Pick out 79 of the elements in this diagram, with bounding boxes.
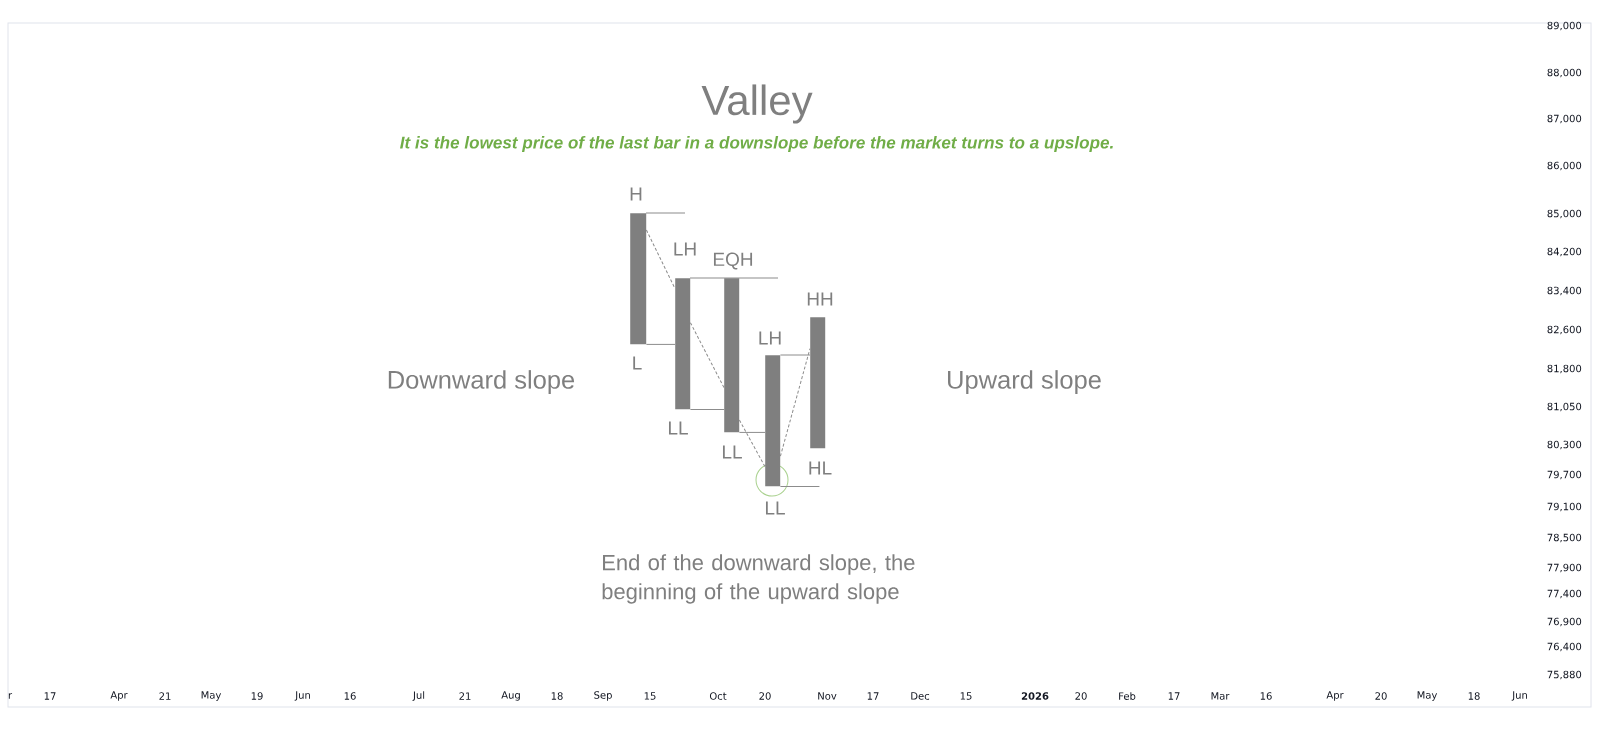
date-axis-label: 15 (960, 692, 972, 700)
price-axis-label: 83,400 (1547, 286, 1582, 296)
price-axis-label: 76,400 (1547, 642, 1582, 652)
date-axis-label: 20 (1075, 692, 1087, 700)
level-line (779, 354, 811, 356)
bar-label: EQH (714, 252, 753, 270)
date-axis-label: Sep (594, 691, 612, 701)
price-bar (765, 355, 781, 487)
price-axis-label: 81,800 (1547, 364, 1582, 374)
bar-label: LL (723, 445, 742, 459)
date-axis-label: Feb (1119, 692, 1136, 700)
price-axis-label: 76,900 (1547, 617, 1582, 627)
level-line (779, 485, 820, 487)
date-axis-label: 17 (1168, 692, 1180, 700)
title: Valley (701, 84, 813, 124)
date-axis-label: 2026 (1021, 692, 1049, 700)
date-axis-label: 18 (1468, 692, 1480, 700)
bar-label: LH (759, 331, 781, 345)
price-axis-label: 77,900 (1547, 563, 1582, 573)
date-axis-label: 16 (1260, 692, 1272, 700)
dashed-connector (689, 322, 725, 389)
date-axis-label: Oct (709, 692, 727, 700)
date-axis-label: 15 (644, 692, 656, 700)
date-axis-label: Jul (412, 691, 425, 701)
price-axis-label: 79,700 (1547, 470, 1582, 480)
date-axis-label: 18 (551, 692, 563, 700)
price-axis-label: 75,880 (1547, 670, 1582, 680)
bar-label: L (633, 356, 642, 370)
level-line (738, 431, 766, 433)
date-axis-label: 20 (759, 692, 771, 700)
dashed-connector (645, 229, 676, 289)
date-axis-label: Jun (294, 691, 310, 701)
date-axis-label: Dec (911, 692, 930, 700)
price-axis-label: 88,000 (1547, 68, 1582, 78)
date-axis-label: Nov (818, 692, 837, 700)
price-axis-label: 79,100 (1547, 502, 1582, 512)
price-axis-label: 78,500 (1547, 533, 1582, 543)
date-axis-label: Apr (1326, 691, 1344, 701)
date-axis-label: Mar (1211, 692, 1230, 700)
price-bar (630, 213, 647, 345)
level-line (689, 408, 725, 410)
date-axis-label: Aug (501, 691, 520, 701)
dashed-connector (779, 348, 811, 457)
date-axis-label: 21 (459, 692, 471, 700)
price-axis-label: 87,000 (1547, 114, 1582, 124)
price-axis-label: 86,000 (1547, 161, 1582, 171)
definition-text: It is the lowest price of the last bar in a downslope before the market turns to a upslope. (400, 136, 1113, 152)
dashed-connector (738, 419, 766, 468)
bar-label: LL (669, 421, 688, 435)
date-axis-label: May (201, 691, 222, 701)
date-axis-label: 20 (1375, 692, 1387, 700)
price-bar (810, 317, 826, 449)
bar-label: LH (674, 242, 696, 256)
date-axis-label: 19 (251, 692, 263, 700)
price-axis-label: 77,400 (1547, 589, 1582, 599)
bar-label: HH (807, 292, 833, 306)
price-axis-label: 82,600 (1547, 325, 1582, 335)
date-axis-label: 21 (159, 692, 171, 700)
date-axis-label: May (1417, 691, 1438, 701)
price-axis-label: 80,300 (1547, 440, 1582, 450)
price-bar (675, 278, 691, 410)
date-axis-label: 17 (44, 692, 56, 700)
date-axis-label: r (8, 693, 13, 699)
price-bar (724, 278, 740, 433)
price-axis-label: 81,050 (1547, 402, 1582, 412)
price-axis-label: 85,000 (1547, 209, 1582, 219)
annotation-text: End of the downward slope, the beginning of the upward slope (602, 554, 915, 604)
date-axis-label: Apr (110, 691, 128, 701)
slope-label: Upward slope (948, 370, 1101, 394)
level-line (645, 343, 676, 345)
date-axis-label: 16 (344, 692, 356, 700)
date-axis-label: Jun (1511, 691, 1527, 701)
bar-label: LL (766, 501, 785, 515)
price-axis-label: 84,200 (1547, 247, 1582, 257)
bar-label: H (630, 187, 642, 201)
price-axis-label: 89,000 (1547, 21, 1582, 31)
bar-label: HL (809, 461, 832, 475)
date-axis-label: 17 (867, 692, 879, 700)
slope-label: Downward slope (388, 370, 575, 394)
